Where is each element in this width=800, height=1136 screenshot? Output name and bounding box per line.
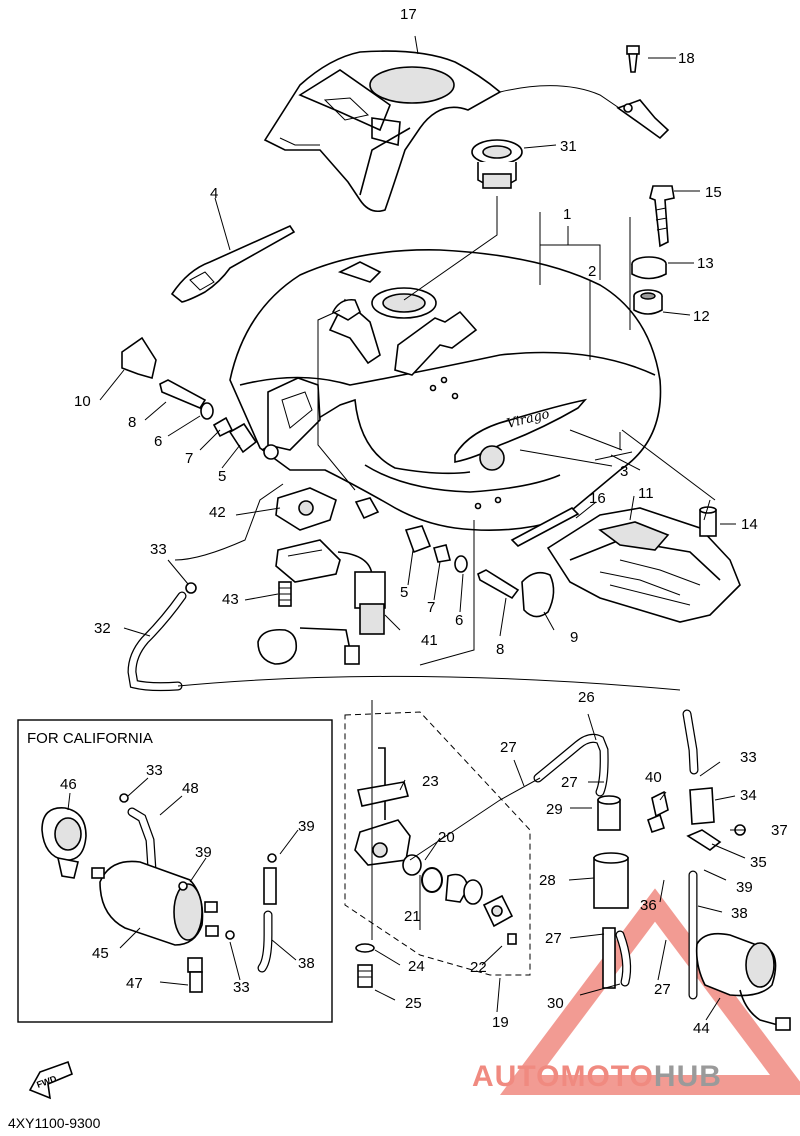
callout-17: 17	[400, 6, 417, 23]
california-box: FOR CALIFORNIA	[17, 719, 333, 1023]
watermark-part-auto: AUTO	[472, 1060, 560, 1093]
callout-12: 12	[693, 308, 710, 325]
callout-36: 36	[640, 897, 657, 914]
callout-numbers: 1 2 3 4 5 5 6 6 7 7 8 8 9 10 11 12 13 14…	[60, 6, 788, 1037]
callout-ca-33b: 33	[233, 979, 250, 996]
callout-5b: 5	[400, 584, 408, 601]
callout-19: 19	[492, 1014, 509, 1031]
leader-lines	[99, 35, 746, 1021]
california-box-title: FOR CALIFORNIA	[27, 730, 153, 747]
svg-text:AUTOMOTOHUB: AUTOMOTOHUB	[472, 1060, 722, 1093]
callout-39: 39	[736, 879, 753, 896]
callout-ca-45: 45	[92, 945, 109, 962]
callout-20: 20	[438, 829, 455, 846]
callout-32: 32	[94, 620, 111, 637]
watermark-logo: AUTOMOTOHUB	[472, 888, 800, 1095]
callout-3: 3	[620, 463, 628, 480]
callout-16: 16	[589, 490, 606, 507]
callout-26: 26	[578, 689, 595, 706]
callout-10: 10	[74, 393, 91, 410]
callout-27d: 27	[654, 981, 671, 998]
callout-27b: 27	[561, 774, 578, 791]
bolt-part-18	[616, 45, 670, 140]
fwd-arrow: FWD	[28, 1060, 73, 1100]
callout-7a: 7	[185, 450, 193, 467]
callout-4: 4	[210, 185, 218, 202]
callout-23: 23	[422, 773, 439, 790]
callout-15: 15	[705, 184, 722, 201]
callout-42: 42	[209, 504, 226, 521]
watermark-part-hub: HUB	[654, 1060, 722, 1093]
callout-ca-39b: 39	[298, 818, 315, 835]
strip-part-16	[510, 507, 580, 547]
clip-part-10	[121, 336, 157, 380]
tank-hardware-right	[631, 185, 675, 315]
fuel-pump-group	[533, 709, 791, 1031]
callout-13: 13	[697, 255, 714, 272]
callout-28: 28	[539, 872, 556, 889]
callout-ca-38: 38	[298, 955, 315, 972]
callout-33a: 33	[150, 541, 167, 558]
callout-ca-39a: 39	[195, 844, 212, 861]
callout-21: 21	[404, 908, 421, 925]
callout-38: 38	[731, 905, 748, 922]
callout-31: 31	[560, 138, 577, 155]
callout-30: 30	[547, 995, 564, 1012]
callout-34: 34	[740, 787, 757, 804]
fuel-sender-group	[257, 487, 386, 665]
sleeve-part-14	[699, 506, 717, 537]
clip-part-9	[521, 571, 555, 618]
callout-6a: 6	[154, 433, 162, 450]
callout-8b: 8	[496, 641, 504, 658]
fuel-tank-part: Virago	[229, 249, 662, 531]
callout-ca-46: 46	[60, 776, 77, 793]
callout-27a: 27	[500, 739, 517, 756]
callout-1: 1	[563, 206, 571, 223]
mount-hardware-right	[354, 497, 520, 600]
callout-37: 37	[771, 822, 788, 839]
callout-18: 18	[678, 50, 695, 67]
callout-9: 9	[570, 629, 578, 646]
callout-6b: 6	[455, 612, 463, 629]
callout-7b: 7	[427, 599, 435, 616]
callout-35: 35	[750, 854, 767, 871]
callout-2: 2	[588, 263, 596, 280]
callout-41: 41	[421, 632, 438, 649]
callout-14: 14	[741, 516, 758, 533]
callout-ca-47: 47	[126, 975, 143, 992]
overflow-hose-part	[127, 582, 681, 692]
fuel-cap-part	[471, 139, 523, 189]
side-cover-part	[546, 507, 741, 623]
petcock-part	[354, 747, 517, 988]
callout-22: 22	[470, 959, 487, 976]
callout-11: 11	[638, 485, 654, 502]
callout-5a: 5	[218, 468, 226, 485]
drawing-code: 4XY1100-9300	[8, 1115, 101, 1131]
mount-hardware-left	[159, 379, 258, 454]
callout-44: 44	[693, 1020, 710, 1037]
petcock-group-outline	[344, 711, 531, 976]
callout-40: 40	[645, 769, 662, 786]
callout-24: 24	[408, 958, 425, 975]
callout-ca-33a: 33	[146, 762, 163, 779]
callout-29: 29	[546, 801, 563, 818]
tank-cover-part	[263, 50, 626, 213]
callout-25: 25	[405, 995, 422, 1012]
watermark-part-moto: MOTO	[560, 1060, 653, 1093]
callout-33b: 33	[740, 749, 757, 766]
callout-43: 43	[222, 591, 239, 608]
tank-badge: Virago	[454, 398, 588, 471]
callout-8a: 8	[128, 414, 136, 431]
callout-27c: 27	[545, 930, 562, 947]
callout-ca-48: 48	[182, 780, 199, 797]
emblem-part	[170, 224, 296, 303]
